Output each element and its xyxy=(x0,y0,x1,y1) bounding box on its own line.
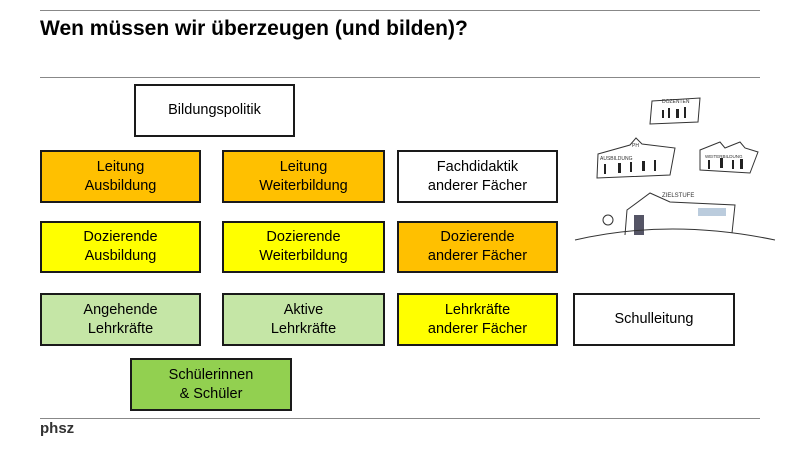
sketch-label: ZIELSTUFE xyxy=(662,193,694,199)
sketch-label: PH xyxy=(632,143,639,149)
box-lehrkraefte-andere: Lehrkräfte anderer Fächer xyxy=(397,293,558,346)
footer-rule xyxy=(40,418,760,419)
box-aktive-lehrkraefte: Aktive Lehrkräfte xyxy=(222,293,385,346)
box-leitung-ausbildung: Leitung Ausbildung xyxy=(40,150,201,203)
sketch-school-building xyxy=(624,192,736,236)
box-schueler: Schülerinnen & Schüler xyxy=(130,358,292,411)
box-leitung-weiterbildung: Leitung Weiterbildung xyxy=(222,150,385,203)
box-fachdidaktik: Fachdidaktik anderer Fächer xyxy=(397,150,558,203)
box-dozierende-ausbildung: Dozierende Ausbildung xyxy=(40,221,201,273)
phsz-logo: phsz xyxy=(40,420,75,437)
sketch-ground xyxy=(574,228,776,241)
school-sketch-illustration: DOZENTEN PH AUSBILDUNG WEITERBILDUNG ZIE… xyxy=(574,97,776,241)
sketch-label: AUSBILDUNG xyxy=(600,156,633,162)
box-dozierende-andere: Dozierende anderer Fächer xyxy=(397,221,558,273)
box-dozierende-weiterbildung: Dozierende Weiterbildung xyxy=(222,221,385,273)
slide-title: Wen müssen wir überzeugen (und bilden)? xyxy=(40,17,468,40)
box-bildungspolitik: Bildungspolitik xyxy=(134,84,295,137)
box-schulleitung: Schulleitung xyxy=(573,293,735,346)
sketch-dozenten-building xyxy=(649,97,701,125)
box-angehende-lehrkraefte: Angehende Lehrkräfte xyxy=(40,293,201,346)
sketch-weiterbildung-building xyxy=(699,141,759,174)
sketch-ausbildung-building xyxy=(596,137,676,179)
top-rule xyxy=(40,10,760,11)
sketch-label: DOZENTEN xyxy=(662,99,690,105)
sketch-label: WEITERBILDUNG xyxy=(705,154,743,159)
title-rule xyxy=(40,77,760,78)
